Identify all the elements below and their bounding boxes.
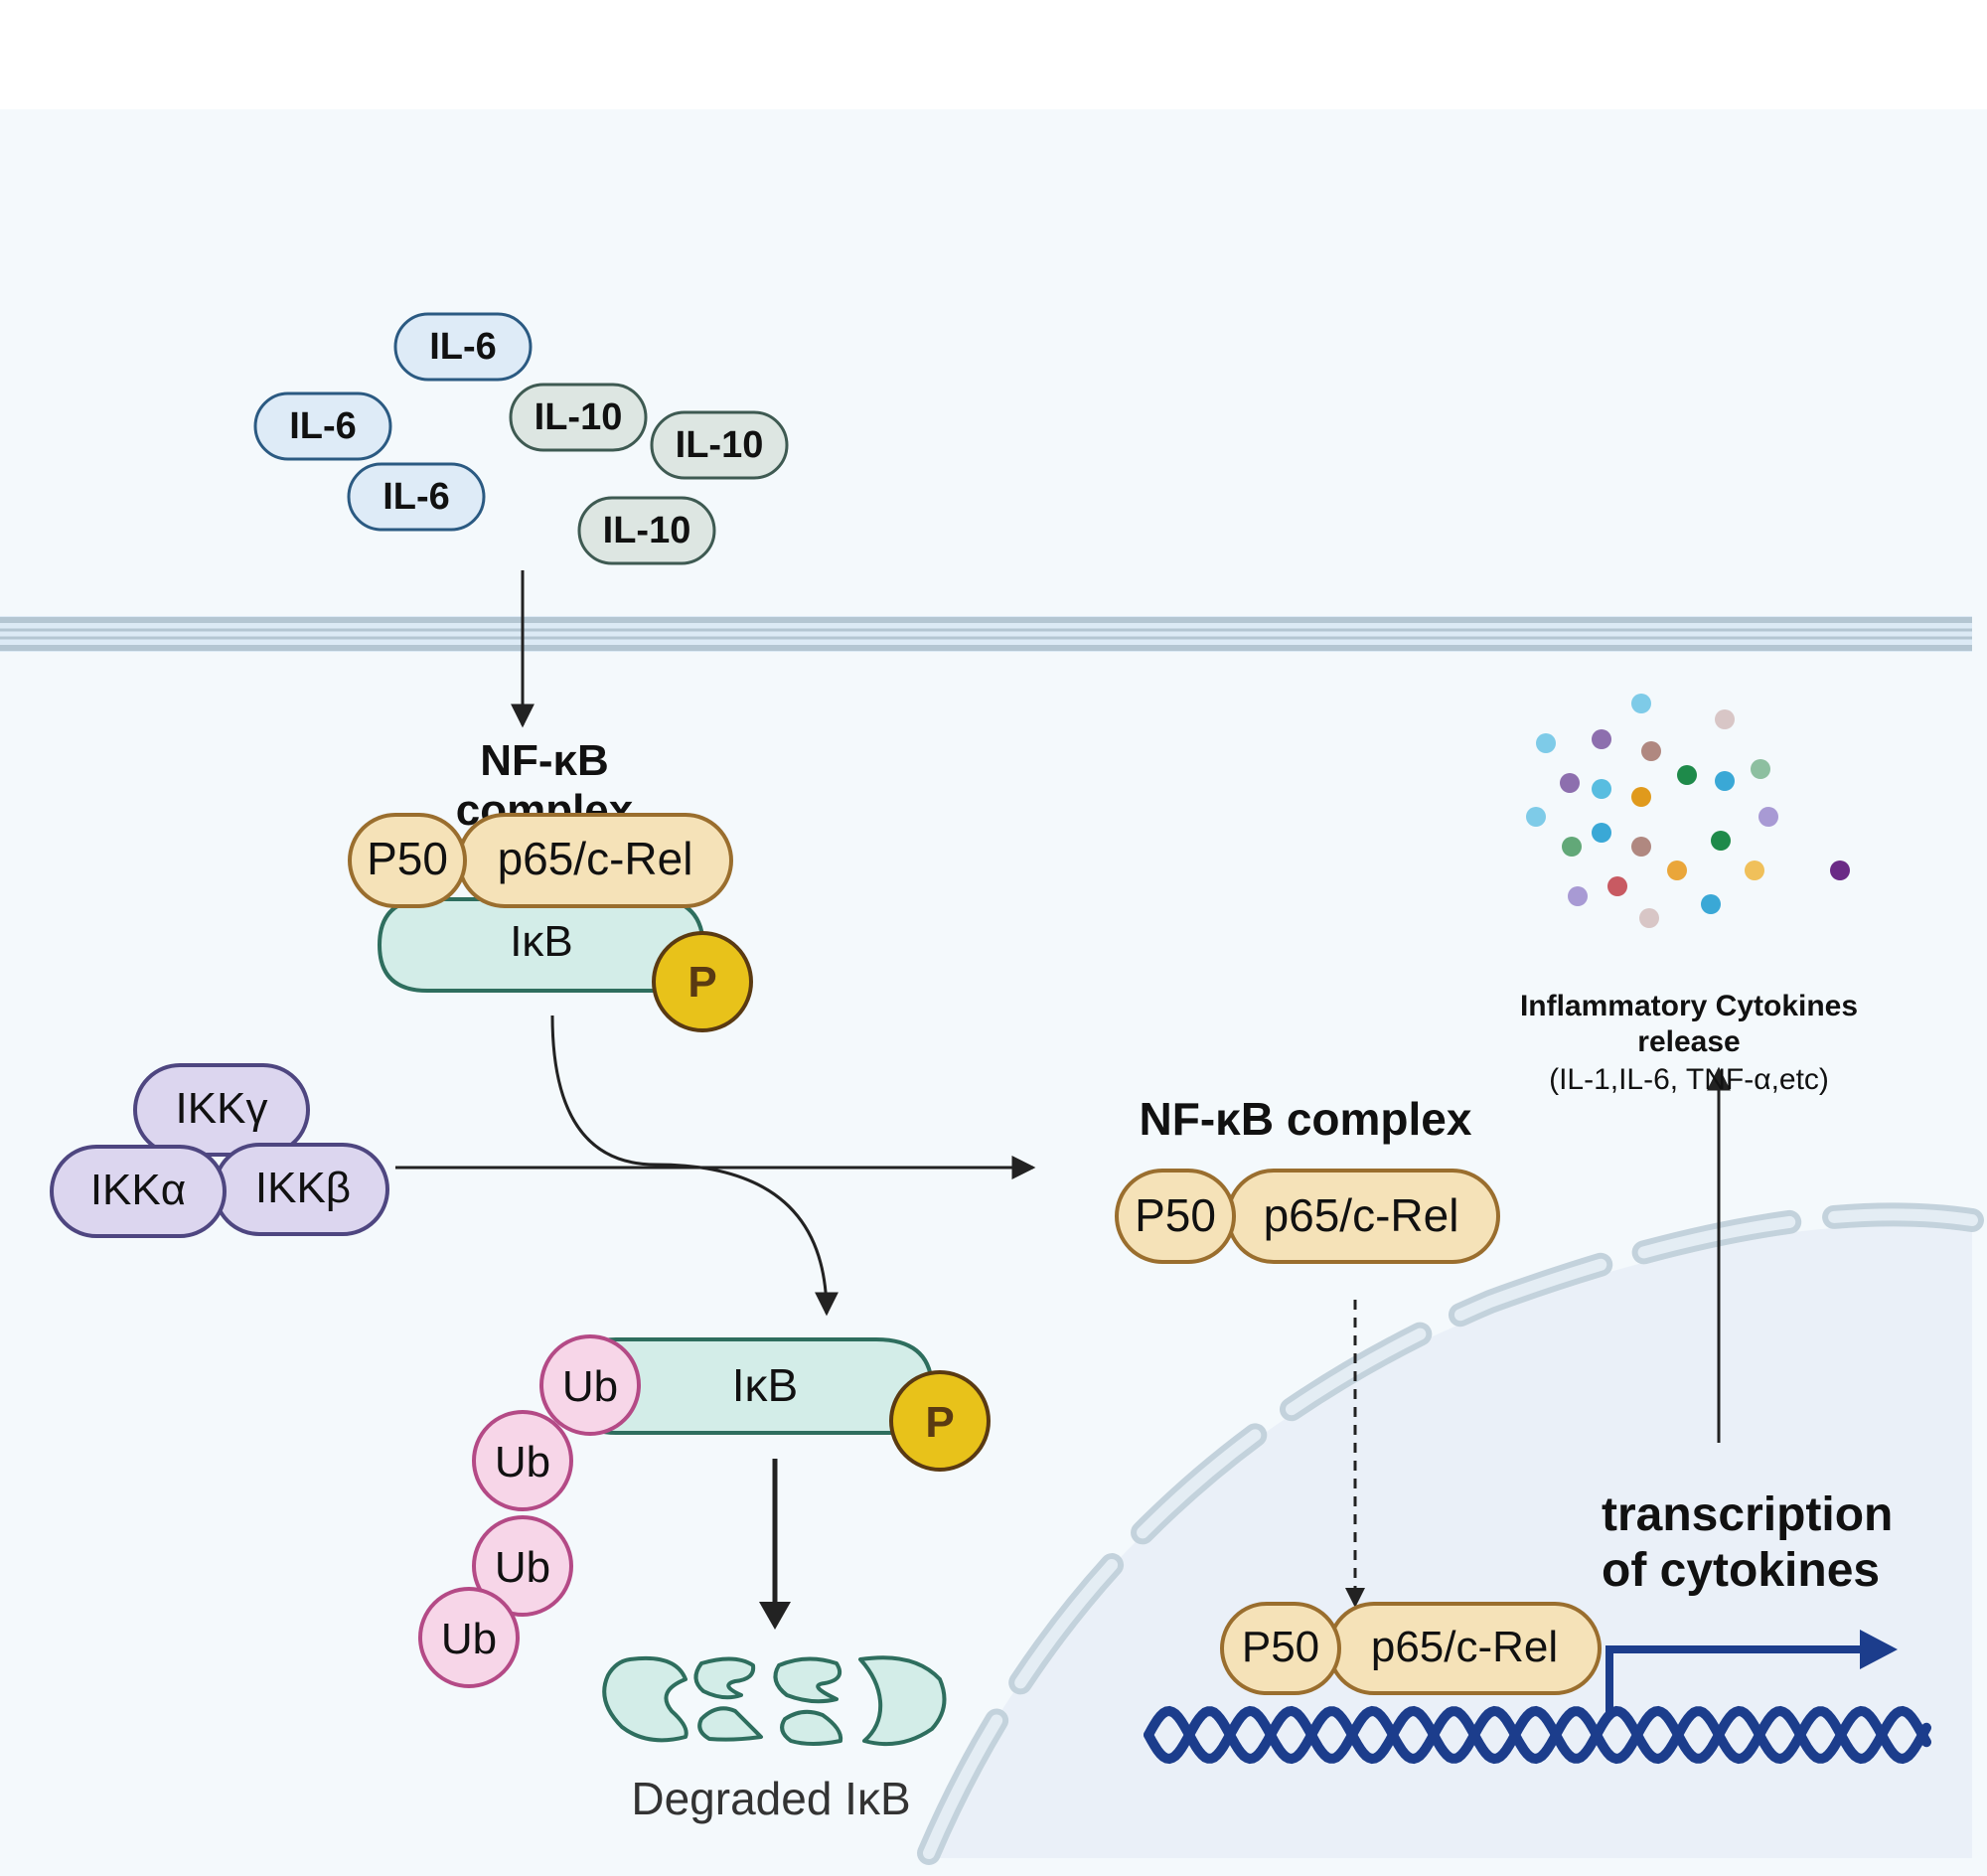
nuclear-p50-label: P50	[1242, 1623, 1319, 1671]
il6-label-2: IL-6	[289, 405, 357, 447]
ikb-bound-complex: IκB p65/c-Rel P50 P	[348, 813, 753, 1032]
free-p50-label: P50	[1135, 1189, 1216, 1241]
transcription-start-arrowhead	[1860, 1630, 1898, 1669]
nuclear-p50-subunit	[1220, 1602, 1341, 1695]
cytokines-label-line1: Inflammatory Cytokines	[1520, 990, 1858, 1022]
ub-ikb-label: IκB	[732, 1359, 798, 1411]
free-p50-subunit	[1115, 1169, 1236, 1264]
ikk-alpha-shape	[50, 1145, 227, 1238]
degraded-ikb-label: Degraded IκB	[631, 1773, 910, 1824]
ub-tag-label-1: Ub	[562, 1362, 618, 1411]
fragment-1	[602, 1655, 688, 1743]
fragment-5	[780, 1709, 843, 1746]
fragment-4	[773, 1656, 841, 1704]
il6-pill-2: IL-6	[253, 391, 392, 461]
ubiquitinated-ikb: IκB P Ub Ub Ub Ub	[418, 1334, 991, 1688]
fragment-6	[858, 1655, 947, 1747]
free-nfkb-title: NF-κB complex	[1140, 1093, 1472, 1145]
p50-subunit	[348, 813, 467, 908]
cytokines-label-line3: (IL-1,IL-6, TNF-α,etc)	[1549, 1063, 1829, 1096]
cytokines-label-line2: release	[1637, 1025, 1740, 1058]
transcription-start-arrow	[1605, 1645, 1868, 1717]
il10-pill-3: IL-10	[577, 496, 716, 565]
ikk-gamma-shape	[133, 1063, 310, 1157]
il6-label-3: IL-6	[382, 476, 450, 518]
degraded-ikb-fragments	[602, 1655, 947, 1747]
p65-label: p65/c-Rel	[498, 833, 693, 884]
il10-label-2: IL-10	[676, 424, 764, 466]
ikk-complex: IKKγ IKKβ IKKα	[50, 1063, 389, 1238]
il6-label-1: IL-6	[429, 326, 497, 368]
fragment-2	[693, 1656, 756, 1700]
ub-tag-2	[472, 1410, 573, 1511]
ub-tag-label-2: Ub	[495, 1438, 550, 1486]
ikb-label: IκB	[510, 917, 573, 966]
il10-pill-1: IL-10	[509, 383, 648, 452]
ikk-alpha-label: IKKα	[90, 1166, 186, 1214]
nucleus-region	[924, 1225, 1972, 1858]
nuclear-nfkb-complex: p65/c-Rel P50	[1220, 1602, 1602, 1695]
ub-tag-1	[539, 1334, 641, 1436]
dna-strand-2	[1144, 1705, 1931, 1765]
cell-membrane	[0, 616, 1972, 652]
il10-pill-2: IL-10	[650, 410, 789, 480]
il10-label-3: IL-10	[603, 510, 691, 551]
ikb-shape	[377, 897, 705, 993]
degradation-arrowhead	[759, 1602, 791, 1630]
nfkb-complex-title-line1: NF-κB	[480, 736, 609, 785]
free-p65-label: p65/c-Rel	[1264, 1189, 1459, 1241]
released-cytokine-dots	[1526, 694, 1850, 928]
free-nfkb-complex: p65/c-Rel P50	[1115, 1169, 1500, 1264]
ikb-release-arrow	[550, 1015, 839, 1317]
fragment-3	[697, 1706, 763, 1742]
ub-tag-3	[472, 1515, 573, 1617]
transcription-label-line1: transcription	[1602, 1488, 1893, 1541]
ub-tag-label-4: Ub	[441, 1615, 497, 1663]
dna-helix	[1144, 1705, 1931, 1765]
ub-phospho-label: P	[925, 1398, 954, 1447]
ikk-gamma-label: IKKγ	[176, 1084, 268, 1133]
transcription-label-line2: of cytokines	[1602, 1544, 1880, 1597]
phospho-label: P	[688, 958, 716, 1007]
nuclear-translocation-arrowhead	[1345, 1588, 1365, 1608]
phospho-circle	[652, 931, 753, 1032]
p50-label: P50	[367, 833, 448, 884]
dna-strand-1	[1144, 1705, 1931, 1765]
ub-tag-label-3: Ub	[495, 1543, 550, 1592]
il6-pill-1: IL-6	[393, 312, 533, 382]
ub-tag-4	[418, 1587, 520, 1688]
il10-label-1: IL-10	[535, 396, 623, 438]
ub-phospho-circle	[889, 1370, 991, 1472]
il6-pill-3: IL-6	[347, 462, 486, 532]
nuclear-p65-label: p65/c-Rel	[1371, 1623, 1558, 1671]
ikk-beta-label: IKKβ	[255, 1164, 351, 1212]
nuclear-envelope-inner	[923, 1208, 1978, 1859]
